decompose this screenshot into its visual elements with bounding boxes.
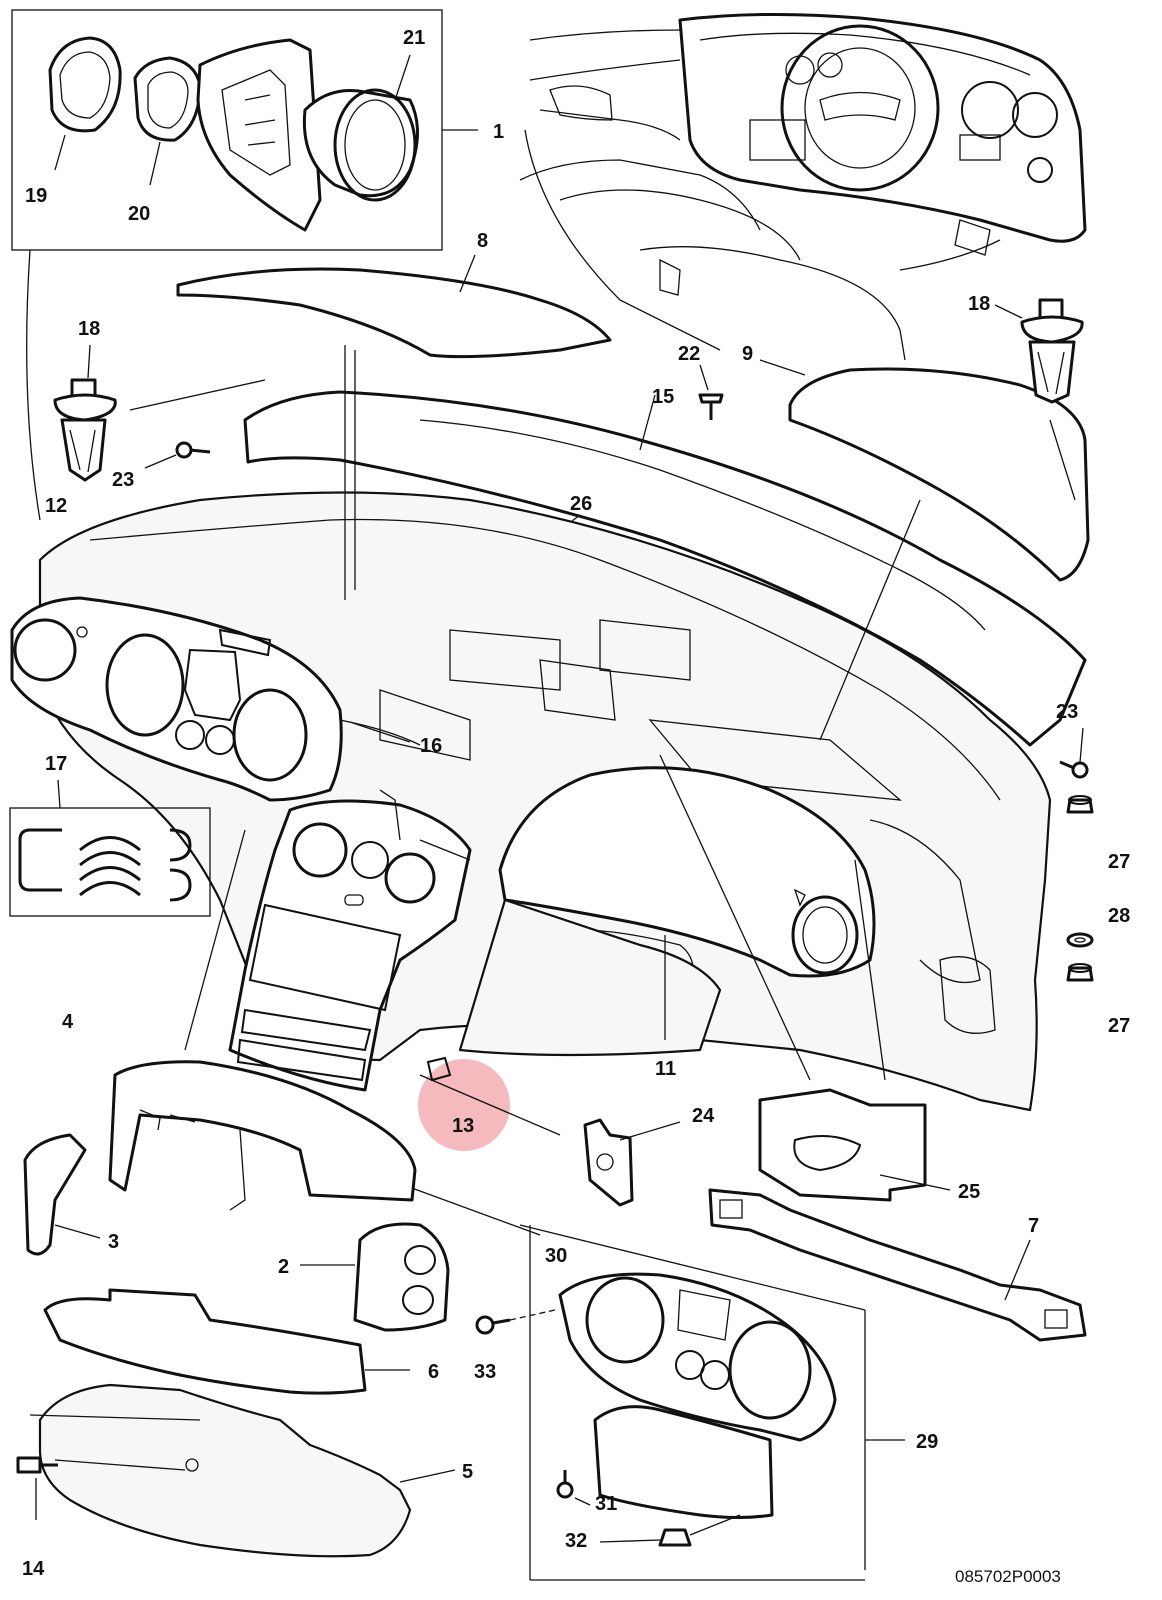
bracket-part-25 <box>758 1088 951 1202</box>
callout-14: 14 <box>22 1558 45 1580</box>
callout-22: 22 <box>678 343 700 365</box>
glovebox-cover-part-9 <box>788 367 1090 582</box>
callout-27-lower: 27 <box>1108 1015 1130 1037</box>
callout-13: 13 <box>452 1115 474 1137</box>
switch-panel-part-2 <box>353 1222 450 1332</box>
bracket-part-7 <box>708 1188 1087 1342</box>
callout-11: 11 <box>655 1058 676 1080</box>
callout-7: 7 <box>1028 1215 1039 1237</box>
clip-part-18-right <box>994 298 1084 404</box>
washer-part-28 <box>1066 932 1094 948</box>
callout-31: 31 <box>595 1493 617 1515</box>
bracket-part-24 <box>583 1118 681 1207</box>
callout-5: 5 <box>462 1461 473 1483</box>
screw-part-33 <box>475 1309 556 1335</box>
screw-part-31 <box>556 1470 591 1506</box>
callout-20: 20 <box>128 203 150 225</box>
cluster-cover-part <box>593 1405 774 1519</box>
callout-23-left: 23 <box>112 469 134 491</box>
top-cover-part-15 <box>243 390 1087 747</box>
callout-3: 3 <box>108 1231 119 1253</box>
callout-23-right: 23 <box>1056 701 1078 723</box>
callout-29: 29 <box>916 1431 938 1453</box>
callout-19: 19 <box>25 185 47 207</box>
callout-18-right: 18 <box>968 293 990 315</box>
clip-part-32 <box>599 1514 741 1547</box>
callout-8: 8 <box>477 230 488 252</box>
nut-part-27-lower <box>1066 963 1094 982</box>
callout-26: 26 <box>570 493 592 515</box>
bolt-part-14 <box>16 1456 58 1520</box>
clip-part-18-left <box>53 344 117 482</box>
glovebox-part-11-lower <box>458 898 722 1057</box>
top-pad-part-8 <box>176 267 612 359</box>
highlight-marker <box>418 1059 510 1151</box>
callout-2: 2 <box>278 1256 289 1278</box>
callout-1: 1 <box>493 121 504 143</box>
screw-part-23-left <box>144 441 211 469</box>
callout-4: 4 <box>62 1011 74 1033</box>
callout-27-upper: 27 <box>1108 851 1130 873</box>
callout-6: 6 <box>428 1361 439 1383</box>
glovebox-part-11 <box>498 766 876 978</box>
callout-28: 28 <box>1108 905 1130 927</box>
instrument-bezel-part-12 <box>10 596 343 802</box>
trim-part-3 <box>23 1133 87 1256</box>
lower-cover-part-6 <box>43 1288 367 1395</box>
callout-15: 15 <box>652 386 674 408</box>
trim-inset-part-17 <box>9 779 211 917</box>
nut-part-27-upper <box>1066 795 1094 814</box>
callout-25: 25 <box>958 1181 980 1203</box>
callout-24: 24 <box>692 1105 715 1127</box>
callout-18-left: 18 <box>78 318 100 340</box>
lower-cover-part-5 <box>38 1383 412 1558</box>
shroud-part-4 <box>108 1060 417 1202</box>
callout-12: 12 <box>45 495 67 517</box>
car-interior-view <box>519 12 1087 361</box>
screw-part-23-right <box>1059 727 1089 779</box>
callout-9: 9 <box>742 343 753 365</box>
screw-part-22 <box>698 364 724 420</box>
callout-30: 30 <box>545 1245 567 1267</box>
callout-33: 33 <box>474 1361 496 1383</box>
inset-vents-box <box>11 9 478 251</box>
callout-32: 32 <box>565 1530 587 1552</box>
callout-17: 17 <box>45 753 67 775</box>
center-bezel-part-13 <box>228 799 472 1092</box>
instrument-cluster-part-30 <box>558 1272 837 1442</box>
callout-21: 21 <box>403 27 425 49</box>
reference-code: 085702P0003 <box>955 1567 1061 1586</box>
callout-16: 16 <box>420 735 442 757</box>
